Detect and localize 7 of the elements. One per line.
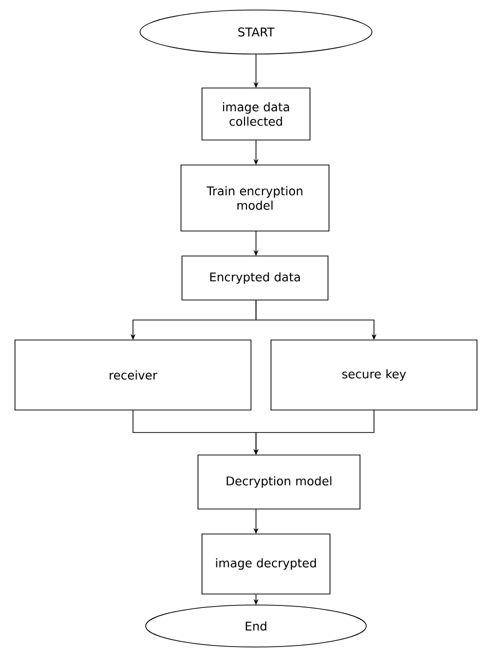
- process-box: secure key: [270, 340, 478, 410]
- process-box: image decrypted: [202, 534, 330, 594]
- process-box: receiver: [14, 340, 252, 410]
- process-box: Decryption model: [198, 454, 360, 510]
- process-box: Train encryption model: [180, 164, 330, 232]
- process-box: Encrypted data: [182, 256, 328, 300]
- process-box: image data collected: [202, 88, 310, 140]
